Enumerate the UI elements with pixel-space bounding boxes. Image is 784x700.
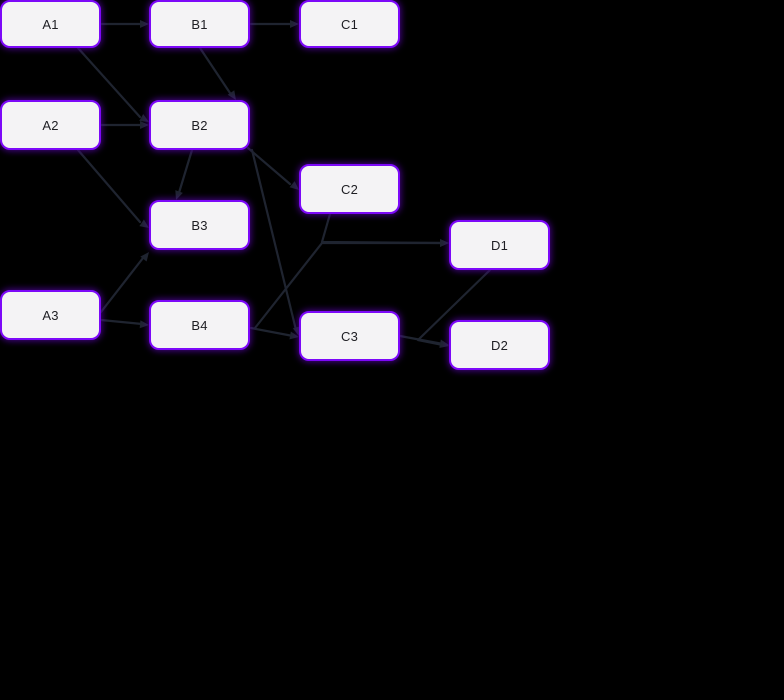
node-d2[interactable]: D2 bbox=[449, 320, 550, 370]
node-label-b1: B1 bbox=[191, 16, 208, 32]
node-label-b2: B2 bbox=[191, 117, 208, 133]
node-label-b4: B4 bbox=[191, 317, 208, 333]
node-c2[interactable]: C2 bbox=[299, 164, 400, 214]
node-label-d2: D2 bbox=[490, 337, 509, 353]
node-b3[interactable]: B3 bbox=[149, 200, 250, 250]
node-label-c1: C1 bbox=[340, 16, 359, 32]
node-a3[interactable]: A3 bbox=[0, 290, 101, 340]
node-label-a3: A3 bbox=[42, 307, 59, 323]
node-a1[interactable]: A1 bbox=[0, 0, 101, 48]
node-c3[interactable]: C3 bbox=[299, 311, 400, 361]
node-d1[interactable]: D1 bbox=[449, 220, 550, 270]
node-label-b3: B3 bbox=[191, 217, 208, 233]
node-c1[interactable]: C1 bbox=[299, 0, 400, 48]
node-b2[interactable]: B2 bbox=[149, 100, 250, 150]
node-label-c3: C3 bbox=[340, 328, 359, 344]
node-label-c2: C2 bbox=[340, 181, 359, 197]
node-label-a2: A2 bbox=[42, 117, 59, 133]
node-a2[interactable]: A2 bbox=[0, 100, 101, 150]
node-label-a1: A1 bbox=[42, 16, 59, 32]
node-label-d1: D1 bbox=[490, 237, 509, 253]
node-b1[interactable]: B1 bbox=[149, 0, 250, 48]
node-b4[interactable]: B4 bbox=[149, 300, 250, 350]
